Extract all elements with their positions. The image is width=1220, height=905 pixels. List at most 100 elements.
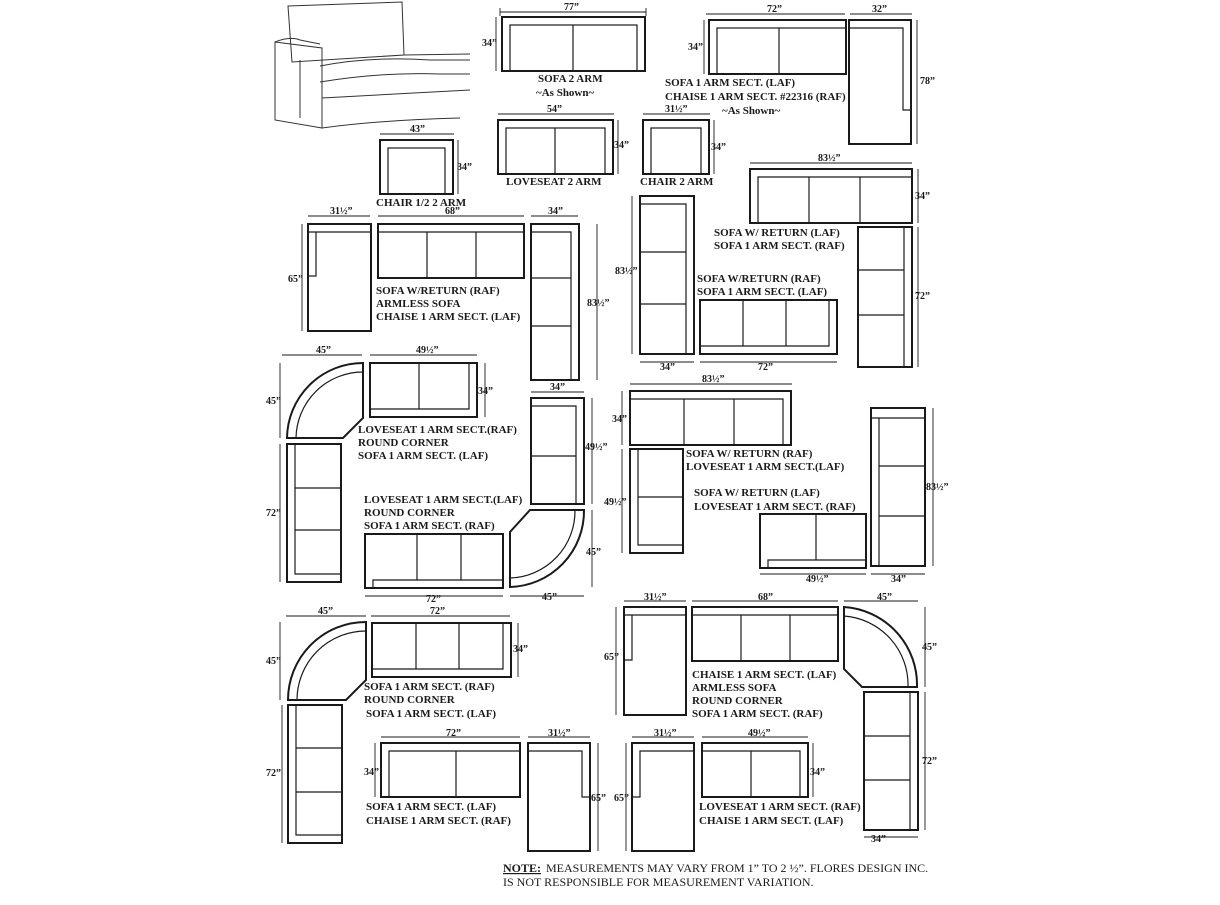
dim-label: 34”: [548, 206, 563, 217]
caption: SOFA 1 ARM SECT. (RAF): [364, 681, 495, 693]
caption: LOVESEAT 2 ARM: [506, 176, 602, 188]
dim-label: 45”: [266, 396, 281, 407]
chair-2-arm: 31½” 34” CHAIR 2 ARM: [640, 104, 726, 188]
caption: CHAISE 1 ARM SECT. (RAF): [366, 815, 511, 827]
caption: LOVESEAT 1 ARM SECT.(LAF): [686, 461, 845, 473]
dim-label: 72”: [767, 4, 782, 15]
sofa-sketch: [274, 1, 471, 129]
dim-label: 68”: [758, 592, 773, 603]
caption: LOVESEAT 1 ARM SECT. (RAF): [699, 801, 861, 813]
note-line-1: MEASUREMENTS MAY VARY FROM 1” TO 2 ½”. F…: [546, 861, 928, 875]
sectional-l: 31½” 49½” 65” 34” LOVESEAT 1 ARM SECT. (…: [614, 728, 861, 852]
sectional-j: 31½” 68” 45” 65” 45” 72” 34” CHAISE 1 AR…: [604, 592, 937, 845]
dim-label: 72”: [426, 594, 441, 605]
dim-label: 34”: [711, 142, 726, 153]
dim-label: 83½”: [926, 482, 949, 493]
dim-label: 34”: [871, 834, 886, 845]
sectional-k: 72” 31½” 34” 65” SOFA 1 ARM SECT. (LAF) …: [364, 728, 606, 852]
dim-label: 34”: [364, 767, 379, 778]
sofa-2-arm: 77” 34” SOFA 2 ARM ~As Shown~: [482, 2, 647, 99]
dim-label: 34”: [612, 414, 627, 425]
sectional-c: 31½” 68” 34” 65” 83½” SOFA W/RETURN (RAF…: [288, 206, 610, 381]
caption: SOFA W/ RETURN (LAF): [714, 227, 840, 239]
dim-label: 45”: [877, 592, 892, 603]
dim-label: 49½”: [604, 497, 627, 508]
caption: CHAISE 1 ARM SECT. (LAF): [699, 815, 844, 827]
dim-label: 72”: [266, 508, 281, 519]
caption: SOFA 1 ARM SECT. (LAF): [366, 801, 496, 813]
note-label: NOTE:: [503, 861, 541, 875]
dim-label: 34”: [915, 191, 930, 202]
chair-half: 43” 34” CHAIR 1/2 2 ARM: [376, 124, 472, 209]
dim-label: 54”: [547, 104, 562, 115]
footer-note: NOTE: MEASUREMENTS MAY VARY FROM 1” TO 2…: [503, 861, 928, 889]
dim-label: 34”: [457, 162, 472, 173]
dim-label: 45”: [542, 592, 557, 603]
dim-label: 31½”: [548, 728, 571, 739]
caption: SOFA W/ RETURN (LAF): [694, 487, 820, 499]
dim-label: 72”: [446, 728, 461, 739]
caption: SOFA W/RETURN (RAF): [697, 273, 821, 285]
dim-label: 65”: [591, 793, 606, 804]
caption: SOFA 1 ARM SECT. (RAF): [364, 520, 495, 532]
dim-label: 31½”: [665, 104, 688, 115]
dim-label: 34”: [810, 767, 825, 778]
dim-label: 83½”: [702, 374, 725, 385]
caption: SOFA W/ RETURN (RAF): [686, 448, 813, 460]
dim-label: 45”: [316, 345, 331, 356]
caption: LOVESEAT 1 ARM SECT.(LAF): [364, 494, 523, 506]
caption: LOVESEAT 1 ARM SECT. (RAF): [694, 501, 856, 513]
dim-label: 77”: [564, 2, 579, 13]
dim-label: 31½”: [330, 206, 353, 217]
dim-label: 49½”: [585, 442, 608, 453]
sectional-i: 45” 72” 45” 34” 72” SOFA 1 ARM SECT. (RA…: [266, 606, 528, 844]
dim-label: 34”: [550, 382, 565, 393]
dim-label: 65”: [614, 793, 629, 804]
caption: ROUND CORNER: [364, 694, 456, 706]
sectional-g: 83½” 34” 49½” SOFA W/ RETURN (RAF) LOVES…: [604, 374, 845, 554]
dim-label: 34”: [478, 386, 493, 397]
caption: SOFA 1 ARM SECT. (LAF): [697, 286, 827, 298]
caption: ROUND CORNER: [364, 507, 456, 519]
dim-label: 34”: [482, 38, 497, 49]
dim-label: 72”: [430, 606, 445, 617]
dim-label: 83½”: [587, 298, 610, 309]
dim-label: 72”: [922, 756, 937, 767]
caption: SOFA W/RETURN (RAF): [376, 285, 500, 297]
caption: ARMLESS SOFA: [692, 682, 777, 694]
dim-label: 83½”: [615, 266, 638, 277]
dim-label: 34”: [513, 644, 528, 655]
dim-label: 45”: [318, 606, 333, 617]
sectional-f: 34” 49½” 45” 45” 72” LOVESEAT 1 ARM SECT…: [364, 382, 608, 605]
sectional-a: 72” 32” 34” 78” SOFA 1 ARM SECT. (LAF) C…: [665, 4, 935, 145]
note-line-2: IS NOT RESPONSIBLE FOR MEASUREMENT VARIA…: [503, 875, 814, 889]
caption: ~As Shown~: [536, 87, 594, 99]
sectional-d: 83½” 34” 72” SOFA W/RETURN (RAF) SOFA 1 …: [615, 195, 838, 373]
dim-label: 83½”: [818, 153, 841, 164]
dim-label: 68”: [445, 206, 460, 217]
caption: CHAIR 2 ARM: [640, 176, 714, 188]
caption: LOVESEAT 1 ARM SECT.(RAF): [358, 424, 517, 436]
sectional-h: 83½” 34” 49½” SOFA W/ RETURN (LAF) LOVES…: [694, 407, 949, 585]
dim-label: 65”: [604, 652, 619, 663]
dim-label: 34”: [891, 574, 906, 585]
dim-label: 34”: [688, 42, 703, 53]
dim-label: 34”: [660, 362, 675, 373]
caption: ROUND CORNER: [692, 695, 784, 707]
caption: CHAIR 1/2 2 ARM: [376, 197, 467, 209]
dim-label: 72”: [758, 362, 773, 373]
caption: CHAISE 1 ARM SECT. #22316 (RAF): [665, 91, 846, 103]
caption: CHAISE 1 ARM SECT. (LAF): [692, 669, 837, 681]
dim-label: 72”: [266, 768, 281, 779]
caption: SOFA 1 ARM SECT. (LAF): [665, 77, 795, 89]
dim-label: 43”: [410, 124, 425, 135]
caption: SOFA 1 ARM SECT. (LAF): [358, 450, 488, 462]
dim-label: 32”: [872, 4, 887, 15]
dim-label: 78”: [920, 76, 935, 87]
caption: ROUND CORNER: [358, 437, 450, 449]
dim-label: 65”: [288, 274, 303, 285]
caption: SOFA 1 ARM SECT. (RAF): [714, 240, 845, 252]
caption: SOFA 1 ARM SECT. (RAF): [692, 708, 823, 720]
